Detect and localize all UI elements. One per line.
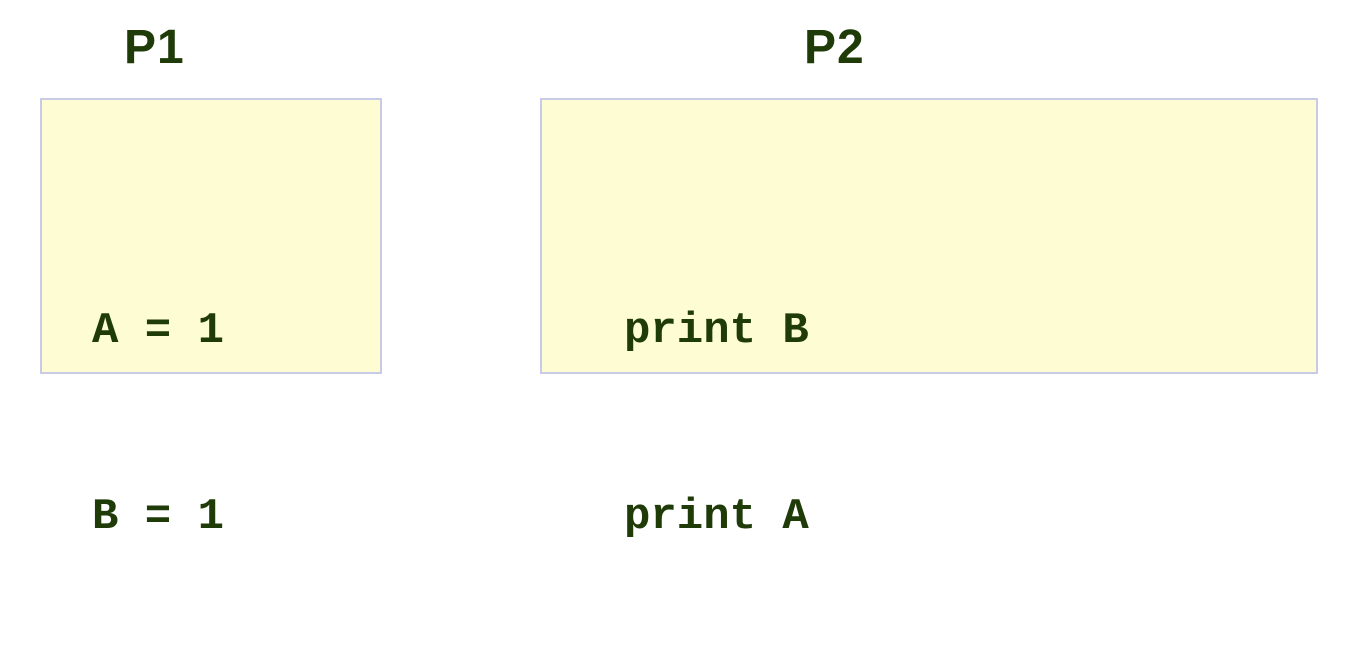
process-p1-code: A = 1 B = 1: [92, 176, 224, 672]
process-p1-code-box: A = 1 B = 1: [40, 98, 382, 542]
p1-code-line-2: B = 1: [92, 492, 225, 542]
p1-code-line-1: A = 1: [92, 306, 225, 356]
process-p2-title: P2: [804, 21, 865, 74]
process-p1-title: P1: [124, 21, 185, 74]
p2-code-line-1: print B: [624, 306, 809, 356]
p2-code-line-2: print A: [624, 492, 809, 542]
process-p2-code: print B print A: [624, 176, 809, 672]
process-p2-code-box: print B print A: [540, 98, 1318, 542]
